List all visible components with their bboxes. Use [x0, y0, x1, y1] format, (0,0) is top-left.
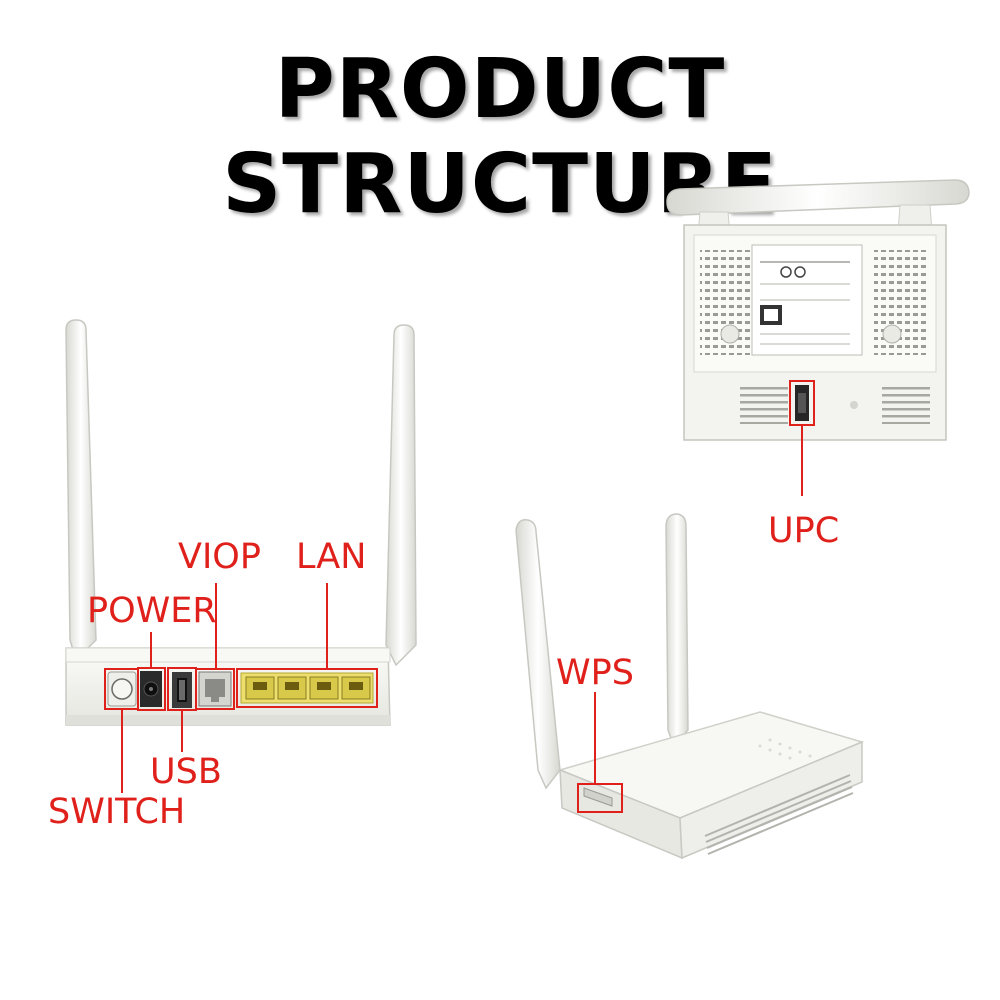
- upc-label: UPC: [768, 511, 840, 551]
- lan-label: LAN: [296, 537, 367, 577]
- rear-antenna-left: [65, 319, 97, 662]
- front-antenna-left: [515, 518, 561, 790]
- rear-view: [65, 319, 417, 793]
- front-body: [557, 711, 865, 860]
- lan-ports[interactable]: [240, 672, 374, 704]
- power-label: POWER: [87, 591, 217, 631]
- voip-port[interactable]: [198, 671, 232, 707]
- usb-label: USB: [150, 752, 222, 792]
- power-port[interactable]: [140, 671, 162, 707]
- front-antenna-right: [665, 513, 689, 748]
- switch-button[interactable]: [107, 671, 137, 707]
- bottom-view: [666, 179, 970, 496]
- wps-highlight: [577, 783, 623, 813]
- page-title: PRODUCT STRUCTURE: [222, 42, 778, 232]
- wps-label: WPS: [556, 653, 634, 693]
- front-angle-view: [515, 513, 865, 860]
- lan-highlight: [236, 668, 378, 708]
- ce-mark-icon: [780, 266, 806, 278]
- rear-callouts: [104, 583, 378, 793]
- rear-antenna-right: [385, 324, 417, 667]
- device-label-sticker: [751, 244, 863, 356]
- wps-button[interactable]: [583, 787, 613, 807]
- wifi-logo-icon: [760, 305, 782, 325]
- viop-label: VIOP: [178, 537, 261, 577]
- switch-label: SWITCH: [48, 792, 186, 832]
- upc-port[interactable]: [795, 385, 809, 421]
- usb-port[interactable]: [172, 672, 192, 708]
